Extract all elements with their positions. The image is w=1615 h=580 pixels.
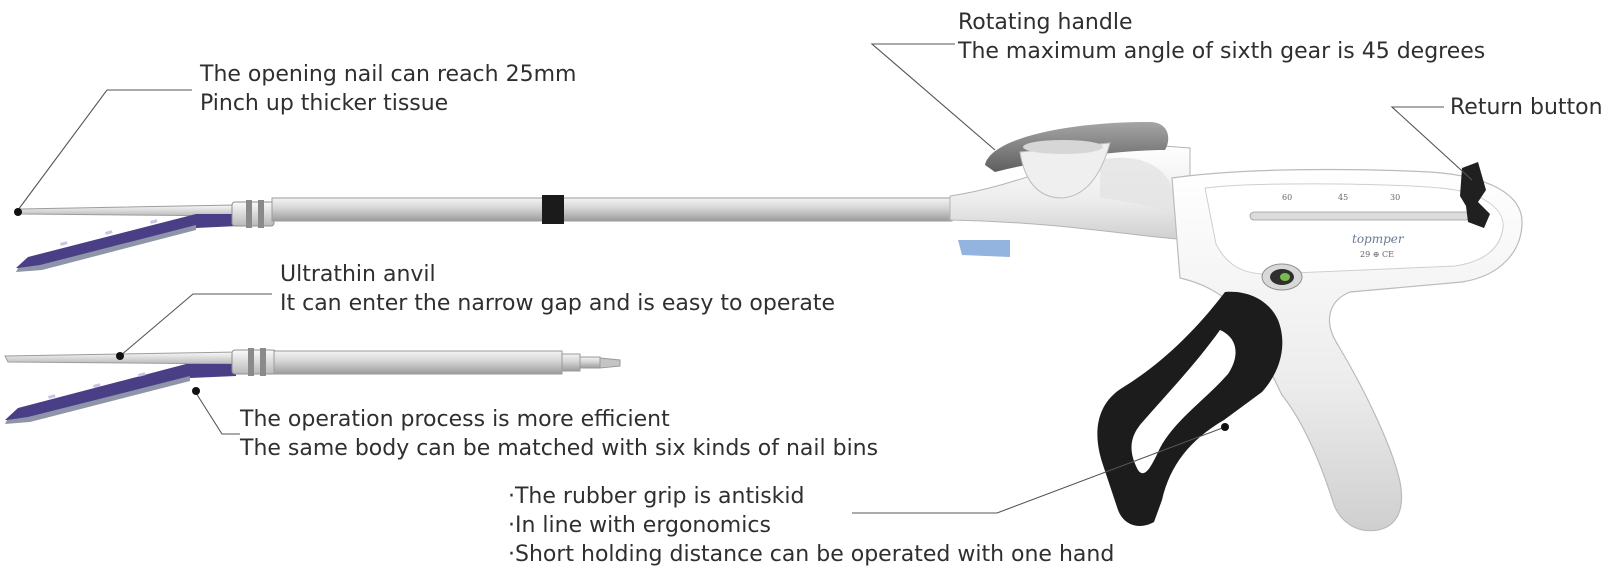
- cartridge-jaw-top: [16, 214, 238, 268]
- annotation-ultrathin-anvil-title: Ultrathin anvil: [280, 262, 436, 287]
- leader-rubber-grip: [852, 426, 1226, 514]
- brand-sub: 29 ⊕ CE: [1360, 250, 1394, 259]
- annotation-rubber-grip-line-1: ·The rubber grip is antiskid: [508, 484, 805, 509]
- annotation-rotating-handle-detail: The maximum angle of sixth gear is 45 de…: [958, 39, 1486, 64]
- scale-tick-45: 45: [1338, 193, 1348, 202]
- annotation-rotating-handle-title: Rotating handle: [958, 10, 1133, 35]
- brand-logo: topmper: [1352, 232, 1405, 246]
- annotation-ultrathin-anvil-detail: It can enter the narrow gap and is easy …: [280, 291, 836, 316]
- leader-lines: [17, 43, 1473, 514]
- assembled-stapler: 60 45 30 topmper 29 ⊕ CE: [16, 122, 1523, 532]
- leader-dots: [14, 208, 1229, 431]
- annotation-operation-process-detail: The same body can be matched with six ki…: [240, 436, 879, 461]
- annotation-rubber-grip: ·The rubber grip is antiskid ·In line wi…: [508, 482, 1114, 569]
- annotation-opening-nail-title: The opening nail can reach 25mm: [200, 62, 577, 87]
- return-button: [1460, 162, 1490, 228]
- annotation-operation-process-title: The operation process is more efficient: [240, 407, 670, 432]
- annotation-return-button: Return button: [1450, 93, 1603, 122]
- annotation-rotating-handle: Rotating handle The maximum angle of six…: [958, 8, 1485, 66]
- scale-tick-30: 30: [1390, 193, 1400, 202]
- annotation-rubber-grip-line-3: ·Short holding distance can be operated …: [508, 542, 1115, 567]
- leader-ultrathin-anvil: [119, 293, 272, 357]
- shaft: [271, 197, 953, 222]
- shaft-band: [542, 195, 564, 224]
- annotation-ultrathin-anvil: Ultrathin anvil It can enter the narrow …: [280, 260, 835, 318]
- disassembled-reload: [4, 348, 621, 424]
- annotation-return-button-title: Return button: [1450, 95, 1603, 120]
- leader-opening-nail: [17, 89, 192, 211]
- leader-return-button: [1390, 106, 1473, 181]
- annotation-rubber-grip-line-2: ·In line with ergonomics: [508, 513, 771, 538]
- rubber-grip: [1097, 291, 1283, 526]
- annotation-opening-nail: The opening nail can reach 25mm Pinch up…: [200, 60, 576, 118]
- reload-shaft: [273, 350, 563, 375]
- annotation-opening-nail-detail: Pinch up thicker tissue: [200, 91, 449, 116]
- leader-operation-process: [195, 392, 240, 435]
- leader-rotating-handle: [870, 43, 996, 151]
- scale-tick-60: 60: [1282, 193, 1292, 202]
- cartridge-jaw-bottom: [5, 364, 236, 420]
- annotation-operation-process: The operation process is more efficient …: [240, 405, 878, 463]
